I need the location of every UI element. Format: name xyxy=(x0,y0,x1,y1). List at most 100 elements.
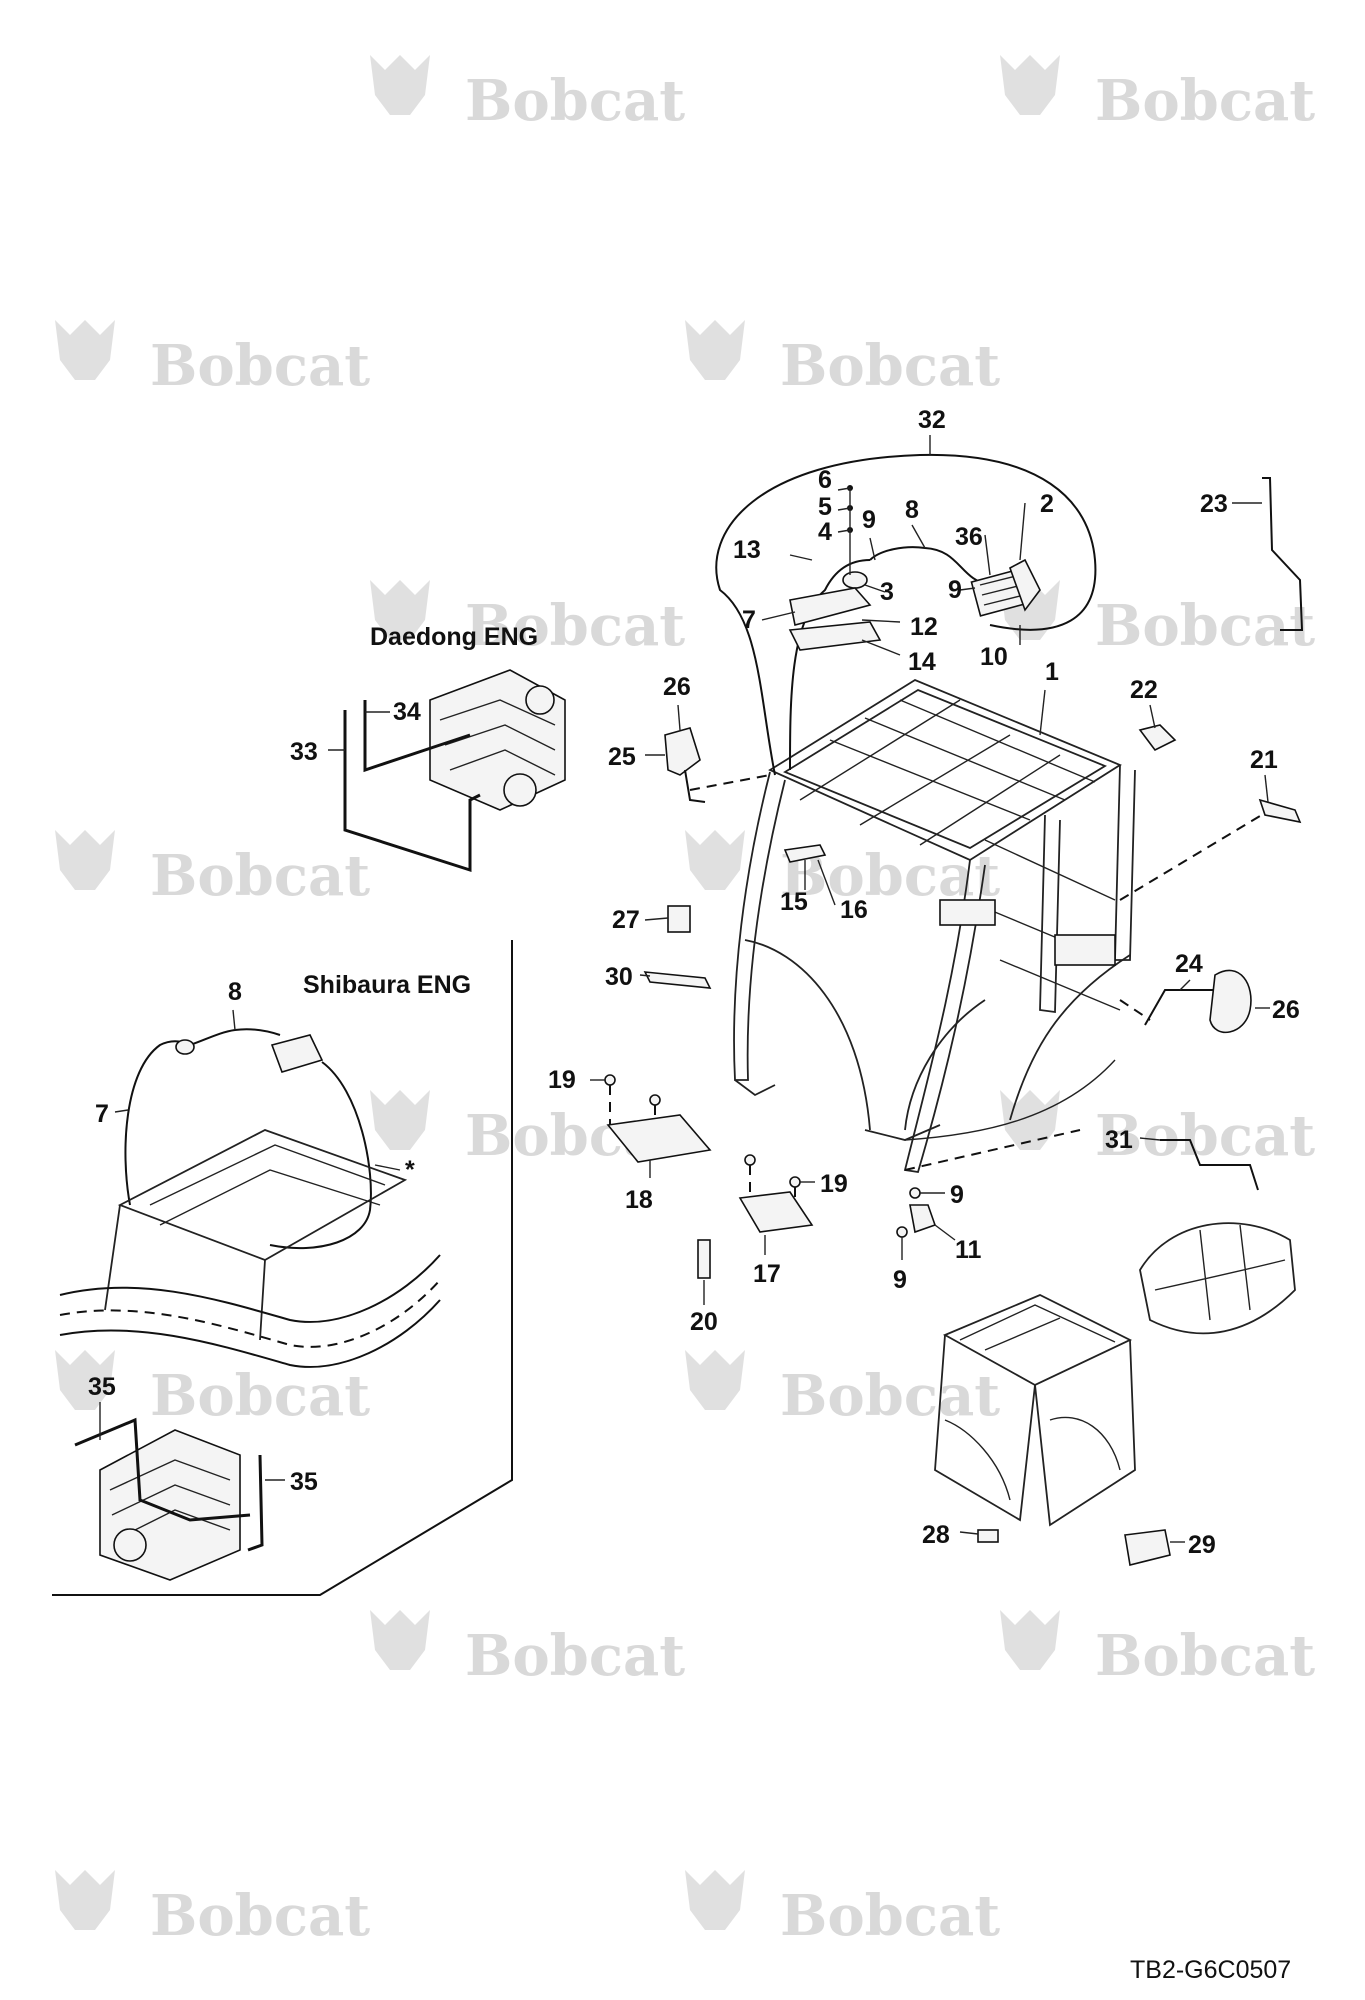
cab-light-wiring xyxy=(715,435,1097,906)
pad-28 xyxy=(977,1529,999,1543)
watermark: Bobcat xyxy=(685,320,1000,399)
watermark-text: Bobcat xyxy=(780,333,1000,399)
watermark-text: Bobcat xyxy=(465,68,685,134)
callout-36: 36 xyxy=(955,523,983,551)
watermark: Bobcat xyxy=(370,55,685,134)
callout-34: 34 xyxy=(393,698,421,726)
light-cover xyxy=(789,587,872,626)
bobcat-logo-icon xyxy=(685,1350,745,1410)
bobcat-logo-icon xyxy=(370,55,430,115)
callout-3: 3 xyxy=(880,578,894,606)
callout-23: 23 xyxy=(1200,490,1228,518)
side-parts xyxy=(590,477,1304,1335)
callout-25: 25 xyxy=(608,743,636,771)
watermark: Bobcat xyxy=(685,830,1000,909)
inset-border xyxy=(52,940,513,1596)
bolt-19 xyxy=(649,1094,661,1106)
callout-9: 9 xyxy=(950,1181,964,1209)
watermark: Bobcat xyxy=(55,1350,370,1429)
callout-star: * xyxy=(405,1156,415,1184)
callout-15: 15 xyxy=(780,888,808,916)
washer-9 xyxy=(896,1226,908,1238)
watermark: Bobcat xyxy=(685,1350,1000,1429)
callout-26: 26 xyxy=(1272,996,1300,1024)
watermark-text: Bobcat xyxy=(150,843,370,909)
watermark: Bobcat xyxy=(55,1870,370,1949)
engine-daedong xyxy=(429,669,566,811)
section-title-shibaura: Shibaura ENG xyxy=(303,971,471,999)
callout-32: 32 xyxy=(918,406,946,434)
watermark: Bobcat xyxy=(370,580,685,659)
hose-35-right xyxy=(247,1454,264,1552)
bracket-31 xyxy=(1160,1139,1259,1191)
harness-7-shibaura xyxy=(124,1040,191,1206)
dome-light xyxy=(842,571,868,589)
dome-light-shibaura xyxy=(175,1039,195,1055)
watermark: Bobcat xyxy=(685,1870,1000,1949)
hose-33 xyxy=(343,710,481,873)
watermark-layer: Bobcat Bobcat Bobcat Bobcat Bobcat Bobca… xyxy=(55,55,1315,1949)
callout-28: 28 xyxy=(922,1521,950,1549)
watermark: Bobcat xyxy=(1000,1610,1315,1689)
plate-18 xyxy=(606,1114,712,1163)
callout-21: 21 xyxy=(1250,746,1278,774)
callout-7: 7 xyxy=(742,606,756,634)
mirror-26-left xyxy=(664,727,701,776)
drawing-code: TB2-G6C0507 xyxy=(1130,1956,1291,1984)
watermark-text: Bobcat xyxy=(1095,1623,1315,1689)
harness-8-shibaura xyxy=(189,1028,281,1046)
bolt-19 xyxy=(789,1176,801,1188)
callout-9: 9 xyxy=(948,576,962,604)
callout-6: 6 xyxy=(818,466,832,494)
bobcat-logo-icon xyxy=(370,1090,430,1150)
watermark-text: Bobcat xyxy=(150,333,370,399)
relay-box-shibaura xyxy=(270,1034,324,1073)
bobcat-logo-icon xyxy=(685,320,745,380)
callout-29: 29 xyxy=(1188,1531,1216,1559)
callout-16: 16 xyxy=(840,896,868,924)
callout-35: 35 xyxy=(290,1468,318,1496)
bobcat-logo-icon xyxy=(1000,55,1060,115)
fitting-11 xyxy=(909,1204,937,1234)
bracket-30 xyxy=(643,971,712,989)
callout-30: 30 xyxy=(605,963,633,991)
washer-9 xyxy=(909,1187,921,1199)
bobcat-logo-icon xyxy=(55,320,115,380)
bobcat-logo-icon xyxy=(55,1350,115,1410)
watermark: Bobcat xyxy=(1000,55,1315,134)
bolt-19 xyxy=(744,1154,756,1166)
watermark: Bobcat xyxy=(55,320,370,399)
bobcat-logo-icon xyxy=(55,1870,115,1930)
watermark: Bobcat xyxy=(1000,580,1315,659)
bolt-19 xyxy=(604,1074,616,1086)
callout-9: 9 xyxy=(893,1266,907,1294)
callout-19: 19 xyxy=(548,1066,576,1094)
watermark-text: Bobcat xyxy=(465,593,685,659)
callout-8: 8 xyxy=(905,496,919,524)
watermark-text: Bobcat xyxy=(780,1363,1000,1429)
callout-22: 22 xyxy=(1130,676,1158,704)
mount-29 xyxy=(1124,1529,1171,1566)
shibaura-inset: Shibaura ENG xyxy=(52,940,513,1596)
callout-4: 4 xyxy=(818,518,832,546)
bobcat-logo-icon xyxy=(685,830,745,890)
watermark: Bobcat xyxy=(55,830,370,909)
callout-14: 14 xyxy=(908,648,936,676)
callout-19: 19 xyxy=(820,1170,848,1198)
callout-8: 8 xyxy=(228,978,242,1006)
callout-5: 5 xyxy=(818,493,832,521)
cab-frame-assembly xyxy=(689,678,1271,1174)
floor-panel xyxy=(939,899,996,926)
watermark-text: Bobcat xyxy=(1095,68,1315,134)
watermark: Bobcat xyxy=(370,1610,685,1689)
callout-24: 24 xyxy=(1175,950,1203,978)
mirror-26-right xyxy=(1209,969,1252,1034)
callout-layer: 32 6 5 4 9 8 36 2 23 13 3 9 7 12 10 14 1… xyxy=(88,406,1300,1559)
rear-panel xyxy=(1139,1222,1296,1335)
watermark-text: Bobcat xyxy=(465,1623,685,1689)
hose-35-left xyxy=(74,1417,251,1522)
watermark-text: Bobcat xyxy=(150,1883,370,1949)
label-27 xyxy=(667,905,691,933)
plate xyxy=(783,844,827,863)
